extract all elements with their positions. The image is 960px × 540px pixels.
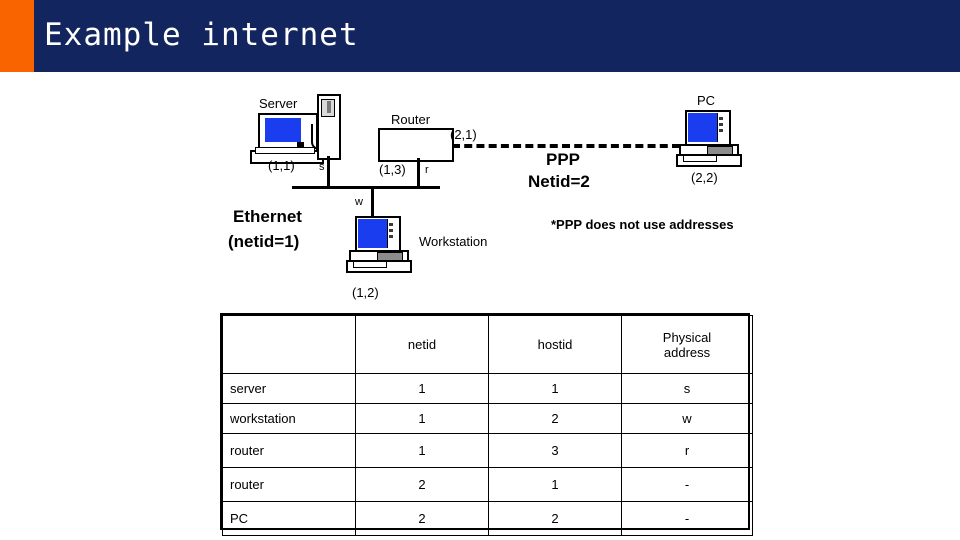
ppp-footnote: *PPP does not use addresses [551, 217, 734, 232]
workstation-button-3 [389, 235, 393, 238]
cell-hostid: 3 [488, 433, 622, 468]
server-address: (1,1) [268, 158, 295, 173]
table-header-physical-line1: Physical [662, 329, 712, 345]
pc-foot-inner [683, 155, 717, 162]
ethernet-label-line1: Ethernet [233, 207, 302, 226]
cell-hostid: 2 [488, 403, 622, 434]
cell-hostid: 1 [488, 373, 622, 404]
server-monitor-stand [297, 142, 304, 148]
cell-device: PC [222, 501, 356, 536]
router-ethernet-address: (1,3) [379, 162, 406, 177]
cell-netid: 2 [355, 501, 489, 536]
table-row: router 2 1 - [222, 467, 753, 502]
workstation-drop-line [371, 188, 374, 217]
cell-netid: 1 [355, 403, 489, 434]
cell-device: server [222, 373, 356, 404]
cell-device: router [222, 433, 356, 468]
router-label: Router [391, 112, 431, 127]
pc-button-2 [719, 123, 723, 126]
cell-physical: s [621, 373, 753, 404]
cell-physical: w [621, 403, 753, 434]
workstation-foot-inner [353, 261, 387, 268]
table-header-row: netid hostid Physical address [222, 315, 753, 374]
cell-device: router [222, 467, 356, 502]
cell-hostid: 2 [488, 501, 622, 536]
table-header-blank [222, 315, 356, 374]
server-keyboard-top [255, 147, 315, 154]
workstation-button-1 [389, 223, 393, 226]
ppp-label-line2: Netid=2 [528, 172, 590, 191]
table-header-hostid: hostid [488, 315, 622, 374]
table-row: PC 2 2 - [222, 501, 753, 536]
cell-physical: - [621, 467, 753, 502]
workstation-button-2 [389, 229, 393, 232]
table-row: workstation 1 2 w [222, 403, 753, 434]
cell-hostid: 1 [488, 467, 622, 502]
table-header-netid: netid [355, 315, 489, 374]
table-header-physical-address: Physical address [621, 315, 753, 374]
pc-button-strip [717, 113, 726, 142]
table-row: router 1 3 r [222, 433, 753, 468]
ethernet-bus-line [292, 186, 440, 189]
workstation-address: (1,2) [352, 285, 379, 300]
cell-physical: r [621, 433, 753, 468]
table-header-physical-line2: address [663, 344, 711, 360]
cell-physical: - [621, 501, 753, 536]
workstation-screen [358, 219, 387, 248]
server-interface-label: s [319, 161, 325, 173]
ppp-label-line1: PPP [546, 150, 581, 169]
router-ppp-address: (2,1) [450, 127, 477, 142]
cell-device: workstation [222, 403, 356, 434]
ethernet-label-line2: (netid=1) [228, 232, 300, 251]
cell-netid: 1 [355, 433, 489, 468]
pc-label: PC [697, 93, 716, 108]
server-screen [265, 118, 301, 142]
table-body: server 1 1 s workstation 1 2 w router 1 … [222, 373, 753, 536]
server-drop-line [327, 156, 330, 188]
server-label: Server [259, 96, 298, 111]
server-tower-slot [327, 101, 331, 113]
pc-button-3 [719, 129, 723, 132]
ppp-link-line [452, 144, 680, 148]
banner-accent-bar [0, 0, 34, 72]
pc-screen [688, 113, 717, 142]
router-box [378, 128, 454, 162]
cell-netid: 1 [355, 373, 489, 404]
table-row: server 1 1 s [222, 373, 753, 404]
pc-address: (2,2) [691, 170, 718, 185]
router-interface-label: r [425, 164, 429, 176]
address-table: netid hostid Physical address server 1 1… [222, 315, 753, 536]
title-banner: Example internet [0, 0, 960, 72]
workstation-interface-label: w [355, 196, 363, 208]
server-cable [311, 124, 322, 150]
pc-button-1 [719, 117, 723, 120]
router-drop-line [417, 158, 420, 188]
workstation-button-strip [387, 219, 396, 248]
cell-netid: 2 [355, 467, 489, 502]
page-title: Example internet [44, 17, 359, 53]
workstation-label: Workstation [419, 234, 488, 249]
